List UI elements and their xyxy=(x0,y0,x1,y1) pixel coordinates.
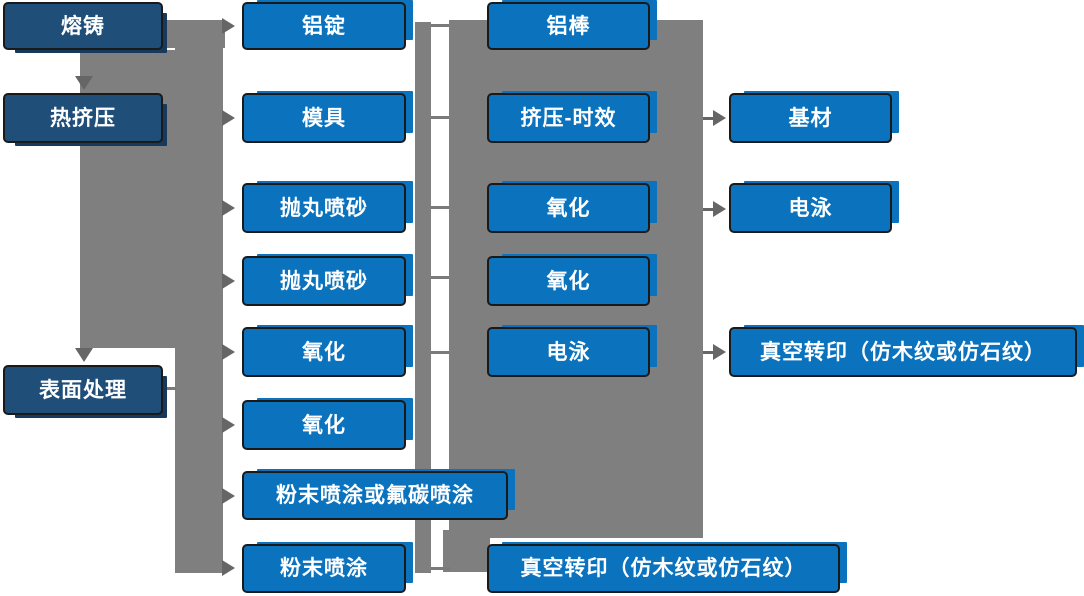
node-oxidation-1: 氧化 xyxy=(242,327,406,377)
node-shot-blasting-1: 抛丸喷砂 xyxy=(242,183,406,233)
node-base-material: 基材 xyxy=(729,93,892,143)
arrow-to-oxidation-1-icon xyxy=(222,344,235,360)
arrow-to-aluminum-ingot-icon xyxy=(222,18,235,34)
tap-row8 xyxy=(431,567,450,570)
tap-row1 xyxy=(431,24,449,27)
arrow-to-oxidation-2-icon xyxy=(222,417,235,433)
arrow-to-base-material-icon xyxy=(713,110,726,126)
stem-to-vacuum-transfer-output xyxy=(703,351,714,354)
arrow-to-shot-blasting-1-icon xyxy=(222,200,235,216)
node-oxidation-2: 氧化 xyxy=(242,400,406,450)
arrow-to-shot-blasting-2-icon xyxy=(222,273,235,289)
node-surface-treatment: 表面处理 xyxy=(3,365,163,415)
node-vacuum-transfer-right: 真空转印（仿木纹或仿石纹） xyxy=(729,327,1077,377)
arrow-to-powder-coating-icon xyxy=(222,560,235,576)
node-oxidation-3: 氧化 xyxy=(487,183,650,233)
node-electrophoresis-2: 电泳 xyxy=(729,183,892,233)
node-hot-extrusion: 热挤压 xyxy=(3,93,163,143)
node-shot-blasting-2: 抛丸喷砂 xyxy=(242,256,406,306)
connector-panel-foot xyxy=(443,530,490,572)
node-melting-casting: 熔铸 xyxy=(3,2,163,50)
arrow-down-to-surface-treatment-icon xyxy=(75,348,93,362)
node-powder-coating: 粉末喷涂 xyxy=(242,544,406,593)
tap-row3 xyxy=(431,206,449,209)
arrow-to-electrophoresis-output-icon xyxy=(713,201,726,217)
node-vacuum-transfer-bottom: 真空转印（仿木纹或仿石纹） xyxy=(487,544,840,593)
arrow-to-vacuum-transfer-output-icon xyxy=(713,344,726,360)
tap-row4 xyxy=(431,276,449,279)
connector-trunk-middle xyxy=(415,22,431,573)
node-extrusion-aging: 挤压-时效 xyxy=(487,93,650,143)
node-oxidation-4: 氧化 xyxy=(487,256,650,306)
tap-row5 xyxy=(431,351,449,354)
connector-trunk-left xyxy=(175,20,223,573)
stem-to-electrophoresis-output xyxy=(703,208,714,211)
node-aluminum-ingot: 铝锭 xyxy=(242,2,406,50)
node-mold: 模具 xyxy=(242,93,406,143)
arrow-to-mold-icon xyxy=(222,110,235,126)
tap-surface-treatment xyxy=(160,387,176,390)
node-electrophoresis-1: 电泳 xyxy=(487,327,650,377)
stem-to-base-material xyxy=(703,117,714,120)
arrow-to-powder-coating-fluorocarbon-icon xyxy=(222,488,235,504)
node-aluminum-rod: 铝棒 xyxy=(487,2,650,50)
node-powder-coating-or-fluorocarbon: 粉末喷涂或氟碳喷涂 xyxy=(242,471,508,520)
arrow-down-to-hot-extrusion-icon xyxy=(75,76,93,90)
tap-row2 xyxy=(431,116,449,119)
